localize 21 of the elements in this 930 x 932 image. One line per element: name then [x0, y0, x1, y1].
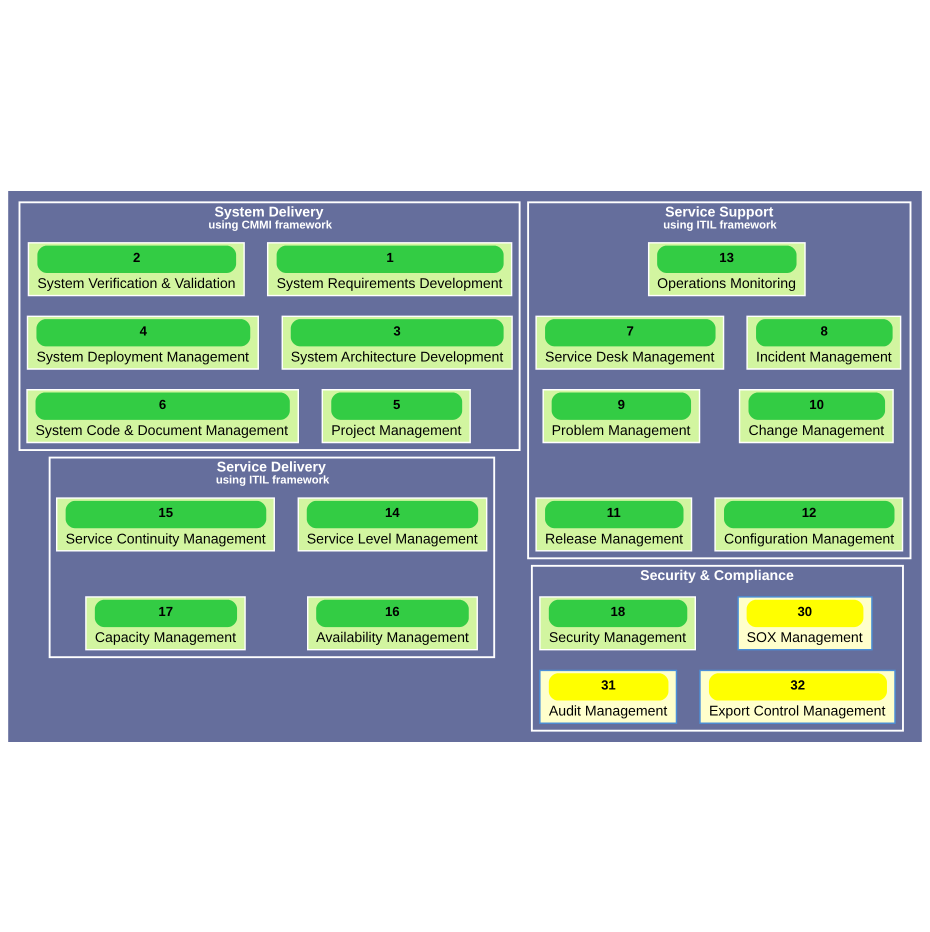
node-box: 30 SOX Management — [737, 596, 873, 650]
node-box: 18 Security Management — [539, 596, 696, 650]
node-box: 16 Availability Management — [307, 596, 478, 650]
node-box: 17 Capacity Management — [85, 596, 246, 650]
node-box: 3 System Architecture Development — [282, 315, 513, 370]
node-box: 10 Change Management — [738, 388, 894, 443]
node-box: 1 System Requirements Development — [266, 242, 512, 296]
node-box: 32 Export Control Management — [699, 669, 896, 724]
node-box: 15 Service Continuity Management — [56, 496, 275, 551]
node-box: 8 Incident Management — [746, 315, 902, 370]
node-box: 9 Problem Management — [542, 388, 700, 443]
node-box: 13 Operations Monitoring — [648, 242, 806, 296]
node-box: 6 System Code & Document Management — [26, 388, 299, 443]
node-box: 4 System Deployment Management — [26, 315, 259, 370]
node-box: 5 Project Management — [322, 388, 471, 443]
node-box: 7 Service Desk Management — [535, 315, 724, 370]
node-box: 14 Service Level Management — [298, 496, 488, 551]
node-box: 2 System Verification & Validation — [28, 242, 245, 296]
node-box: 12 Configuration Management — [714, 496, 904, 551]
node-box: 31 Audit Management — [539, 669, 678, 724]
node-box: 11 Release Management — [535, 496, 692, 551]
